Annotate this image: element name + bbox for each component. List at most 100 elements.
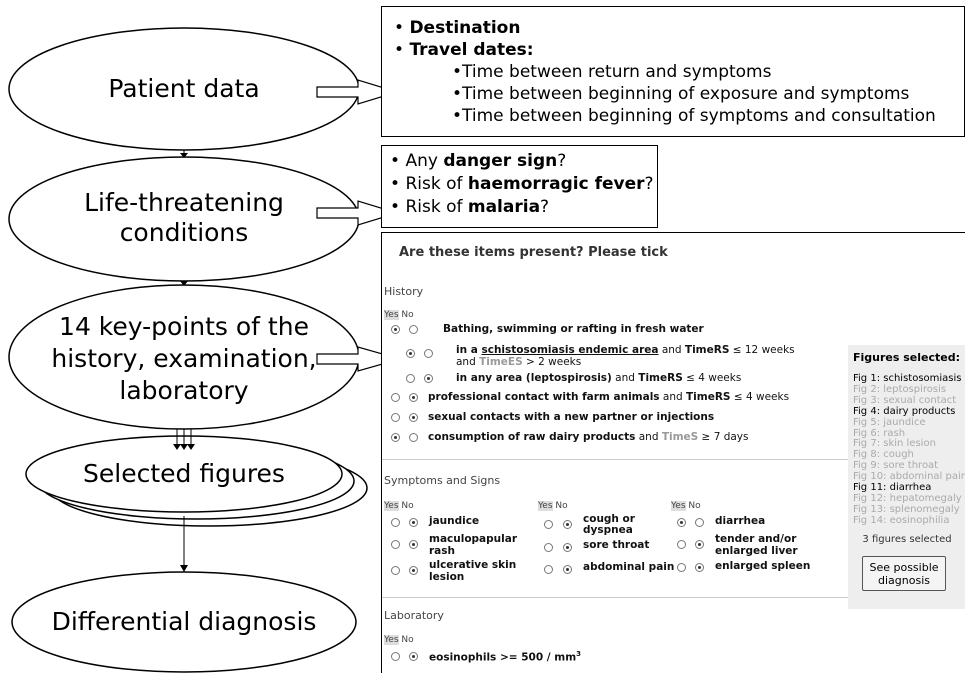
patient-data-label: Patient data	[108, 74, 260, 103]
h4-yes-radio[interactable]	[391, 393, 400, 402]
sore-throat-no-radio[interactable]	[563, 543, 572, 552]
h5-yes-radio[interactable]	[391, 413, 400, 422]
abdominal-pain-label: abdominal pain	[583, 561, 675, 573]
figure-item[interactable]: Fig 9: sore throat	[853, 460, 939, 472]
figures-title: Figures selected:	[853, 351, 961, 364]
figure-item[interactable]: Fig 11: diarrhea	[853, 482, 932, 493]
liver-no-radio[interactable]	[695, 540, 704, 549]
rash-no-radio[interactable]	[409, 540, 418, 549]
section-divider-2	[382, 597, 848, 598]
life-threatening-label: Life-threatening conditions	[9, 188, 359, 248]
h6-label: consumption of raw dairy products and Ti…	[428, 431, 749, 443]
liver-label: tender and/or enlarged liver	[715, 533, 798, 557]
triple-down-arrow	[173, 429, 195, 450]
differential-diagnosis-label: Differential diagnosis	[51, 607, 317, 636]
symptoms-yes-no-col3: Yes No	[671, 501, 701, 511]
figures-panel: Figures selected: Fig 1: schistosomiasis…	[848, 345, 965, 609]
spleen-yes-radio[interactable]	[677, 563, 686, 572]
down-arrow-3	[180, 516, 188, 572]
key-points-line2: history, examination,	[51, 344, 317, 373]
haemorragic-fever-item: • Risk of haemorragic fever?	[390, 174, 654, 194]
figure-item[interactable]: Fig 10: abdominal pain	[853, 471, 965, 483]
key-points-label: 14 key-points of the history, examinatio…	[9, 311, 359, 407]
h1-label: Bathing, swimming or rafting in fresh wa…	[443, 323, 704, 335]
skin-lesion-no-radio[interactable]	[409, 566, 418, 575]
spleen-label: enlarged spleen	[715, 560, 811, 572]
malaria-item: • Risk of malaria?	[390, 197, 550, 217]
figure-item[interactable]: Fig 3: sexual contact	[853, 394, 957, 406]
history-yes-no-header: Yes No	[384, 310, 414, 320]
destination-item: • Destination	[394, 18, 521, 38]
history-section-label: History	[384, 285, 424, 298]
h3-no-radio[interactable]	[424, 374, 433, 383]
patient-data-box: • Destination • Travel dates: •Time betw…	[381, 6, 965, 137]
h6-no-radio[interactable]	[409, 433, 418, 442]
rash-label: maculopapular rash	[429, 533, 517, 557]
section-divider-1	[382, 459, 965, 460]
life-threatening-box: • Any danger sign? • Risk of haemorragic…	[381, 145, 658, 228]
figure-item[interactable]: Fig 7: skin lesion	[853, 438, 936, 450]
eosinophils-yes-radio[interactable]	[391, 652, 400, 661]
figure-item[interactable]: Fig 8: cough	[853, 449, 914, 461]
h1-yes-radio[interactable]	[391, 325, 400, 334]
h2-yes-radio[interactable]	[406, 349, 415, 358]
h4-no-radio[interactable]	[409, 393, 418, 402]
figures-count: 3 figures selected	[862, 534, 952, 545]
h3-yes-radio[interactable]	[406, 374, 415, 383]
figure-item[interactable]: Fig 6: rash	[853, 427, 906, 439]
diarrhea-label: diarrhea	[715, 515, 766, 527]
h5-no-radio[interactable]	[409, 413, 418, 422]
liver-yes-radio[interactable]	[677, 540, 686, 549]
h2-no-radio[interactable]	[424, 349, 433, 358]
form-heading: Are these items present? Please tick	[399, 245, 668, 260]
down-arrow-2	[180, 281, 188, 286]
abdominal-pain-no-radio[interactable]	[563, 565, 572, 574]
eosinophils-no-radio[interactable]	[409, 652, 418, 661]
see-possible-diagnosis-button[interactable]: See possible diagnosis	[862, 556, 946, 591]
checklist-form: Are these items present? Please tick His…	[381, 232, 965, 673]
abdominal-pain-yes-radio[interactable]	[544, 565, 553, 574]
eosinophils-label: eosinophils >= 500 / mm3	[429, 650, 582, 664]
life-threatening-line1: Life-threatening	[84, 188, 284, 217]
jaundice-no-radio[interactable]	[409, 518, 418, 527]
figure-item[interactable]: Fig 2: leptospirosis	[853, 383, 947, 395]
block-arrow-1	[316, 79, 400, 105]
figure-item[interactable]: Fig 4: dairy products	[853, 405, 956, 417]
rash-yes-radio[interactable]	[391, 540, 400, 549]
figure-item[interactable]: Fig 14: eosinophilia	[853, 514, 950, 526]
danger-sign-item: • Any danger sign?	[390, 151, 567, 171]
down-arrow-1	[180, 150, 188, 158]
block-arrow-2	[316, 200, 400, 226]
laboratory-section-label: Laboratory	[384, 609, 444, 622]
h1-no-radio[interactable]	[409, 325, 418, 334]
sore-throat-yes-radio[interactable]	[544, 543, 553, 552]
h2-label: in a schistosomiasis endemic area and Ti…	[456, 344, 795, 368]
diarrhea-yes-radio[interactable]	[677, 518, 686, 527]
subitem-return: •Time between return and symptoms	[452, 62, 772, 82]
figure-item[interactable]: Fig 5: jaundice	[853, 416, 926, 428]
h5-label: sexual contacts with a new partner or in…	[428, 411, 715, 423]
h6-yes-radio[interactable]	[391, 433, 400, 442]
skin-lesion-yes-radio[interactable]	[391, 566, 400, 575]
symptoms-yes-no-col2: Yes No	[538, 501, 568, 511]
symptoms-yes-no-col1: Yes No	[384, 501, 414, 511]
figure-item[interactable]: Fig 12: hepatomegaly	[853, 492, 962, 504]
key-points-line3: laboratory	[119, 376, 249, 405]
cough-yes-radio[interactable]	[544, 520, 553, 529]
jaundice-label: jaundice	[429, 515, 480, 527]
diarrhea-no-radio[interactable]	[695, 518, 704, 527]
figure-item[interactable]: Fig 13: splenomegaly	[853, 503, 960, 515]
key-points-line1: 14 key-points of the	[59, 312, 309, 341]
symptoms-section-label: Symptoms and Signs	[384, 474, 501, 487]
h3-label: in any area (leptospirosis) and TimeRS ≤…	[456, 372, 742, 384]
jaundice-yes-radio[interactable]	[391, 518, 400, 527]
block-arrow-3	[316, 346, 403, 372]
travel-dates-item: • Travel dates:	[394, 40, 534, 60]
h4-label: professional contact with farm animals a…	[428, 391, 790, 403]
life-threatening-line2: conditions	[119, 218, 249, 247]
figure-item[interactable]: Fig 1: schistosomiasis	[853, 373, 962, 384]
spleen-no-radio[interactable]	[695, 563, 704, 572]
skin-lesion-label: ulcerative skin lesion	[429, 559, 517, 583]
cough-no-radio[interactable]	[563, 520, 572, 529]
lab-yes-no-header: Yes No	[384, 635, 414, 645]
